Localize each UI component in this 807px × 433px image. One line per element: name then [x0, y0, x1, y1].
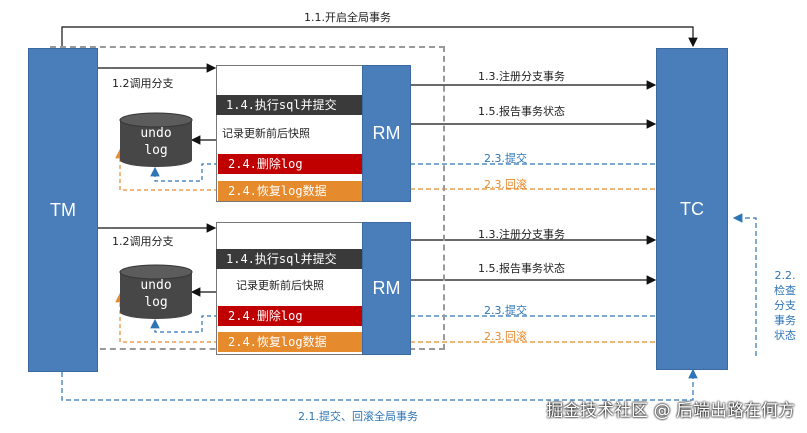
tc-box: TC	[656, 48, 728, 370]
restore-log-tag-bottom: 2.4.恢复log数据	[218, 332, 362, 352]
rollback-label-bottom: 2.3.回滚	[484, 330, 527, 343]
record-snapshot-label-bottom: 记录更新前后快照	[236, 279, 324, 292]
tm-box: TM	[28, 48, 98, 372]
global-commit-rollback-arrow	[61, 368, 698, 401]
commit-label-bottom: 2.3.提交	[484, 304, 527, 317]
tm-label: TM	[50, 199, 76, 220]
check-branch-status-label: 2.2. 检查 分支 事务 状态	[774, 269, 796, 342]
rm-label-bottom: RM	[372, 278, 401, 298]
check-status-arrow	[732, 213, 757, 356]
register-branch-label-bottom: 1.3.注册分支事务	[478, 228, 565, 241]
record-snapshot-label-top: 记录更新前后快照	[222, 127, 310, 140]
execute-sql-tag-top: 1.4.执行sql并提交	[216, 95, 362, 115]
commit-label-top: 2.3.提交	[484, 152, 527, 165]
rm-box-bottom: RM	[362, 222, 411, 355]
report-status-label-bottom: 1.5.报告事务状态	[478, 262, 565, 275]
global-begin-arrow	[61, 26, 698, 48]
global-commit-rollback-label: 2.1.提交、回滚全局事务	[298, 410, 418, 423]
restore-log-tag-top: 2.4.恢复log数据	[218, 181, 362, 201]
restore-log-arrow-top	[115, 148, 218, 191]
delete-log-arrow-top	[150, 163, 218, 182]
execute-sql-tag-bottom: 1.4.执行sql并提交	[216, 249, 362, 269]
global-begin-label: 1.1.开启全局事务	[304, 11, 391, 24]
rm-box-top: RM	[362, 65, 411, 202]
delete-log-tag-top: 2.4.删除log	[218, 154, 362, 174]
register-branch-label-top: 1.3.注册分支事务	[478, 70, 565, 83]
rm-label-top: RM	[372, 123, 401, 143]
tc-label: TC	[680, 198, 704, 219]
undo-log-db-top	[119, 112, 193, 167]
delete-log-tag-bottom: 2.4.删除log	[218, 306, 362, 326]
call-branch-label-top: 1.2调用分支	[112, 77, 174, 90]
undo-log-db-bottom	[119, 264, 193, 319]
call-branch-label-bottom: 1.2调用分支	[112, 235, 174, 248]
rollback-label-top: 2.3.回滚	[484, 178, 527, 191]
watermark-text: 掘金技术社区 @ 后端出路在何方	[546, 401, 795, 421]
report-status-label-top: 1.5.报告事务状态	[478, 105, 565, 118]
delete-log-arrow-bottom	[150, 315, 218, 333]
